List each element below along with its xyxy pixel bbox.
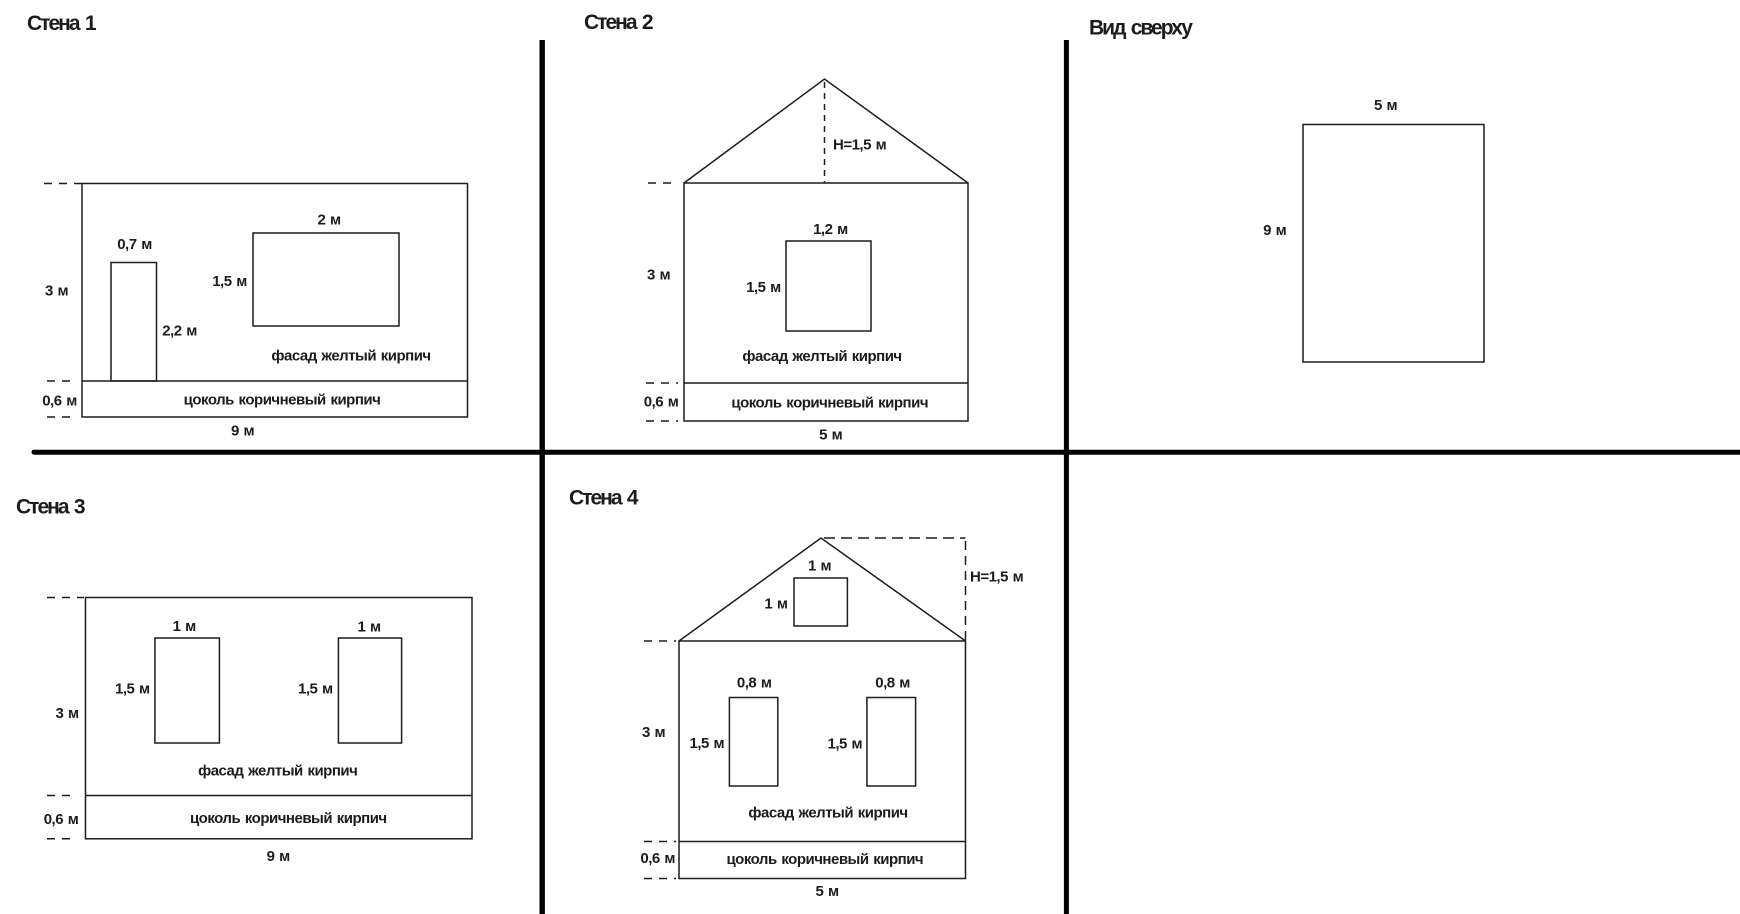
svg-text:1,2 м: 1,2 м [813, 221, 848, 238]
svg-text:1,5 м: 1,5 м [689, 735, 724, 752]
svg-text:Стена 2: Стена 2 [584, 11, 653, 34]
svg-text:0,6 м: 0,6 м [644, 394, 679, 411]
svg-text:1,5 м: 1,5 м [746, 279, 781, 296]
svg-text:5 м: 5 м [819, 427, 843, 444]
svg-text:фасад желтый кирпич: фасад желтый кирпич [748, 805, 907, 822]
svg-text:Вид сверху: Вид сверху [1089, 17, 1193, 40]
svg-text:1,5 м: 1,5 м [212, 273, 247, 290]
svg-text:1 м: 1 м [808, 558, 832, 575]
svg-text:2 м: 2 м [317, 212, 341, 229]
svg-text:1,5 м: 1,5 м [115, 681, 150, 698]
svg-text:фасад желтый кирпич: фасад желтый кирпич [271, 348, 430, 365]
svg-text:Стена 1: Стена 1 [27, 12, 97, 35]
svg-text:3 м: 3 м [45, 283, 69, 300]
svg-text:0,6 м: 0,6 м [640, 850, 675, 867]
svg-text:1 м: 1 м [357, 619, 381, 636]
svg-text:1 м: 1 м [173, 618, 197, 635]
svg-text:2,2 м: 2,2 м [162, 323, 197, 340]
svg-text:цоколь коричневый кирпич: цоколь коричневый кирпич [726, 851, 923, 868]
svg-text:0,8 м: 0,8 м [875, 675, 910, 692]
svg-text:1 м: 1 м [764, 596, 788, 613]
svg-text:3 м: 3 м [642, 724, 666, 741]
svg-text:цоколь коричневый кирпич: цоколь коричневый кирпич [184, 392, 381, 409]
svg-text:H=1,5 м: H=1,5 м [833, 137, 887, 154]
svg-text:3 м: 3 м [55, 705, 79, 722]
svg-text:0,6 м: 0,6 м [42, 393, 77, 410]
svg-text:фасад желтый кирпич: фасад желтый кирпич [198, 763, 357, 780]
svg-text:9 м: 9 м [231, 423, 255, 440]
svg-text:1,5 м: 1,5 м [827, 736, 862, 753]
svg-text:9 м: 9 м [267, 848, 291, 865]
svg-text:0,6 м: 0,6 м [44, 811, 79, 828]
svg-text:Стена 4: Стена 4 [569, 487, 639, 510]
svg-text:цоколь коричневый кирпич: цоколь коричневый кирпич [731, 395, 928, 412]
svg-text:1,5 м: 1,5 м [298, 681, 333, 698]
svg-text:5 м: 5 м [815, 883, 839, 900]
svg-text:H=1,5 м: H=1,5 м [970, 569, 1024, 586]
svg-text:3 м: 3 м [647, 267, 671, 284]
svg-text:9 м: 9 м [1263, 222, 1287, 239]
svg-text:фасад желтый кирпич: фасад желтый кирпич [742, 348, 901, 365]
svg-text:Стена 3: Стена 3 [16, 496, 85, 519]
svg-text:0,7 м: 0,7 м [117, 236, 152, 253]
svg-text:0,8 м: 0,8 м [737, 675, 772, 692]
svg-text:5 м: 5 м [1374, 97, 1398, 114]
svg-text:цоколь коричневый кирпич: цоколь коричневый кирпич [190, 810, 387, 827]
